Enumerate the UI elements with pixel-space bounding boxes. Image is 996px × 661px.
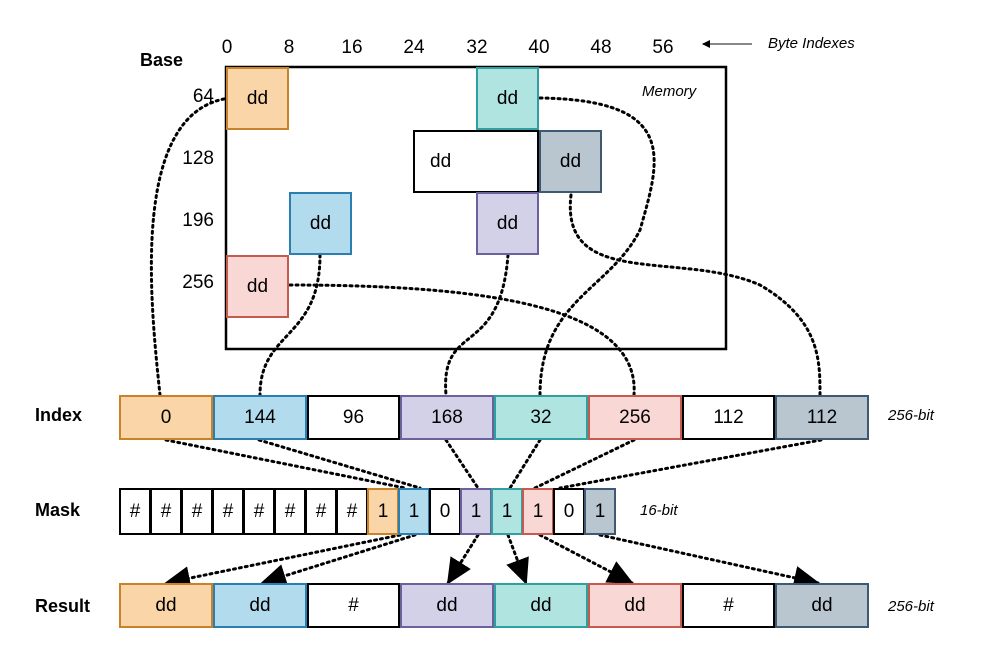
mask-cell: 1 xyxy=(398,488,430,535)
mask-cell: # xyxy=(243,488,275,535)
byte-tick: 32 xyxy=(466,37,488,58)
mask-cell: 1 xyxy=(460,488,492,535)
link-index-112 xyxy=(568,193,822,397)
arrow-result-5 xyxy=(538,533,634,585)
mask-width-label: 16-bit xyxy=(640,502,678,519)
arrow-result-3 xyxy=(446,533,480,585)
link-mask-112 xyxy=(558,438,823,490)
mask-cell: # xyxy=(305,488,337,535)
result-cell: # xyxy=(307,583,400,628)
byte-tick: 40 xyxy=(528,37,550,58)
arrow-result-1 xyxy=(260,533,417,588)
result-cell: # xyxy=(682,583,775,628)
memory-cell: dd xyxy=(539,130,602,193)
index-cell: 96 xyxy=(307,395,400,440)
byte-tick: 56 xyxy=(652,37,674,58)
link-index-0 xyxy=(149,96,232,397)
byte-indexes-label: Byte Indexes xyxy=(768,35,855,52)
memory-cell: dd xyxy=(226,67,289,130)
mask-cell: # xyxy=(181,488,213,535)
index-cell: 112 xyxy=(775,395,869,440)
link-mask-0 xyxy=(164,438,407,490)
result-width-label: 256-bit xyxy=(888,598,934,615)
mask-cell: 0 xyxy=(553,488,585,535)
memory-cell: dd xyxy=(413,130,539,193)
mask-cell: 1 xyxy=(584,488,616,535)
byte-tick: 24 xyxy=(403,37,425,58)
result-cell: dd xyxy=(400,583,494,628)
result-cell: dd xyxy=(588,583,682,628)
link-index-168 xyxy=(444,253,510,397)
index-width-label: 256-bit xyxy=(888,407,934,424)
memory-cell: dd xyxy=(226,255,289,318)
memory-label: Memory xyxy=(642,83,697,100)
mask-cell: 1 xyxy=(491,488,523,535)
index-cell: 144 xyxy=(213,395,307,440)
arrow-result-7 xyxy=(598,533,820,590)
link-mask-144 xyxy=(257,438,422,490)
byte-tick: 16 xyxy=(341,37,363,58)
base-row-196: 196 xyxy=(182,210,214,231)
mask-cell: # xyxy=(119,488,151,535)
index-label: Index xyxy=(35,405,83,425)
link-mask-168 xyxy=(444,438,480,490)
base-row-64: 64 xyxy=(192,86,214,107)
mask-cell: 1 xyxy=(367,488,399,535)
mask-cell: 1 xyxy=(522,488,554,535)
index-cell: 32 xyxy=(494,395,588,440)
link-index-144 xyxy=(258,253,322,397)
byte-tick: 8 xyxy=(283,37,295,58)
link-index-32 xyxy=(538,96,656,397)
memory-cell: dd xyxy=(476,192,539,255)
link-index-256 xyxy=(288,283,636,397)
base-label: Base xyxy=(140,50,184,70)
result-cell: dd xyxy=(494,583,588,628)
mask-cell: # xyxy=(150,488,182,535)
result-label: Result xyxy=(35,596,91,616)
result-cell: dd xyxy=(119,583,213,628)
index-cell: 168 xyxy=(400,395,494,440)
link-mask-32 xyxy=(508,438,542,490)
mask-label: Mask xyxy=(35,500,81,520)
result-cell: dd xyxy=(213,583,307,628)
result-cell: dd xyxy=(775,583,869,628)
arrow-result-0 xyxy=(164,533,402,590)
link-mask-256 xyxy=(533,438,636,490)
mask-cell: 0 xyxy=(429,488,461,535)
byte-tick: 48 xyxy=(590,37,612,58)
base-row-128: 128 xyxy=(182,148,214,169)
memory-cell: dd xyxy=(476,67,539,130)
index-cell: 112 xyxy=(682,395,775,440)
mask-cell: # xyxy=(274,488,306,535)
base-row-256: 256 xyxy=(182,272,214,293)
mask-cell: # xyxy=(336,488,368,535)
index-cell: 0 xyxy=(119,395,213,440)
arrow-result-4 xyxy=(506,533,529,585)
mask-cell: # xyxy=(212,488,244,535)
byte-tick: 0 xyxy=(221,37,233,58)
memory-cell: dd xyxy=(289,192,352,255)
index-cell: 256 xyxy=(588,395,682,440)
